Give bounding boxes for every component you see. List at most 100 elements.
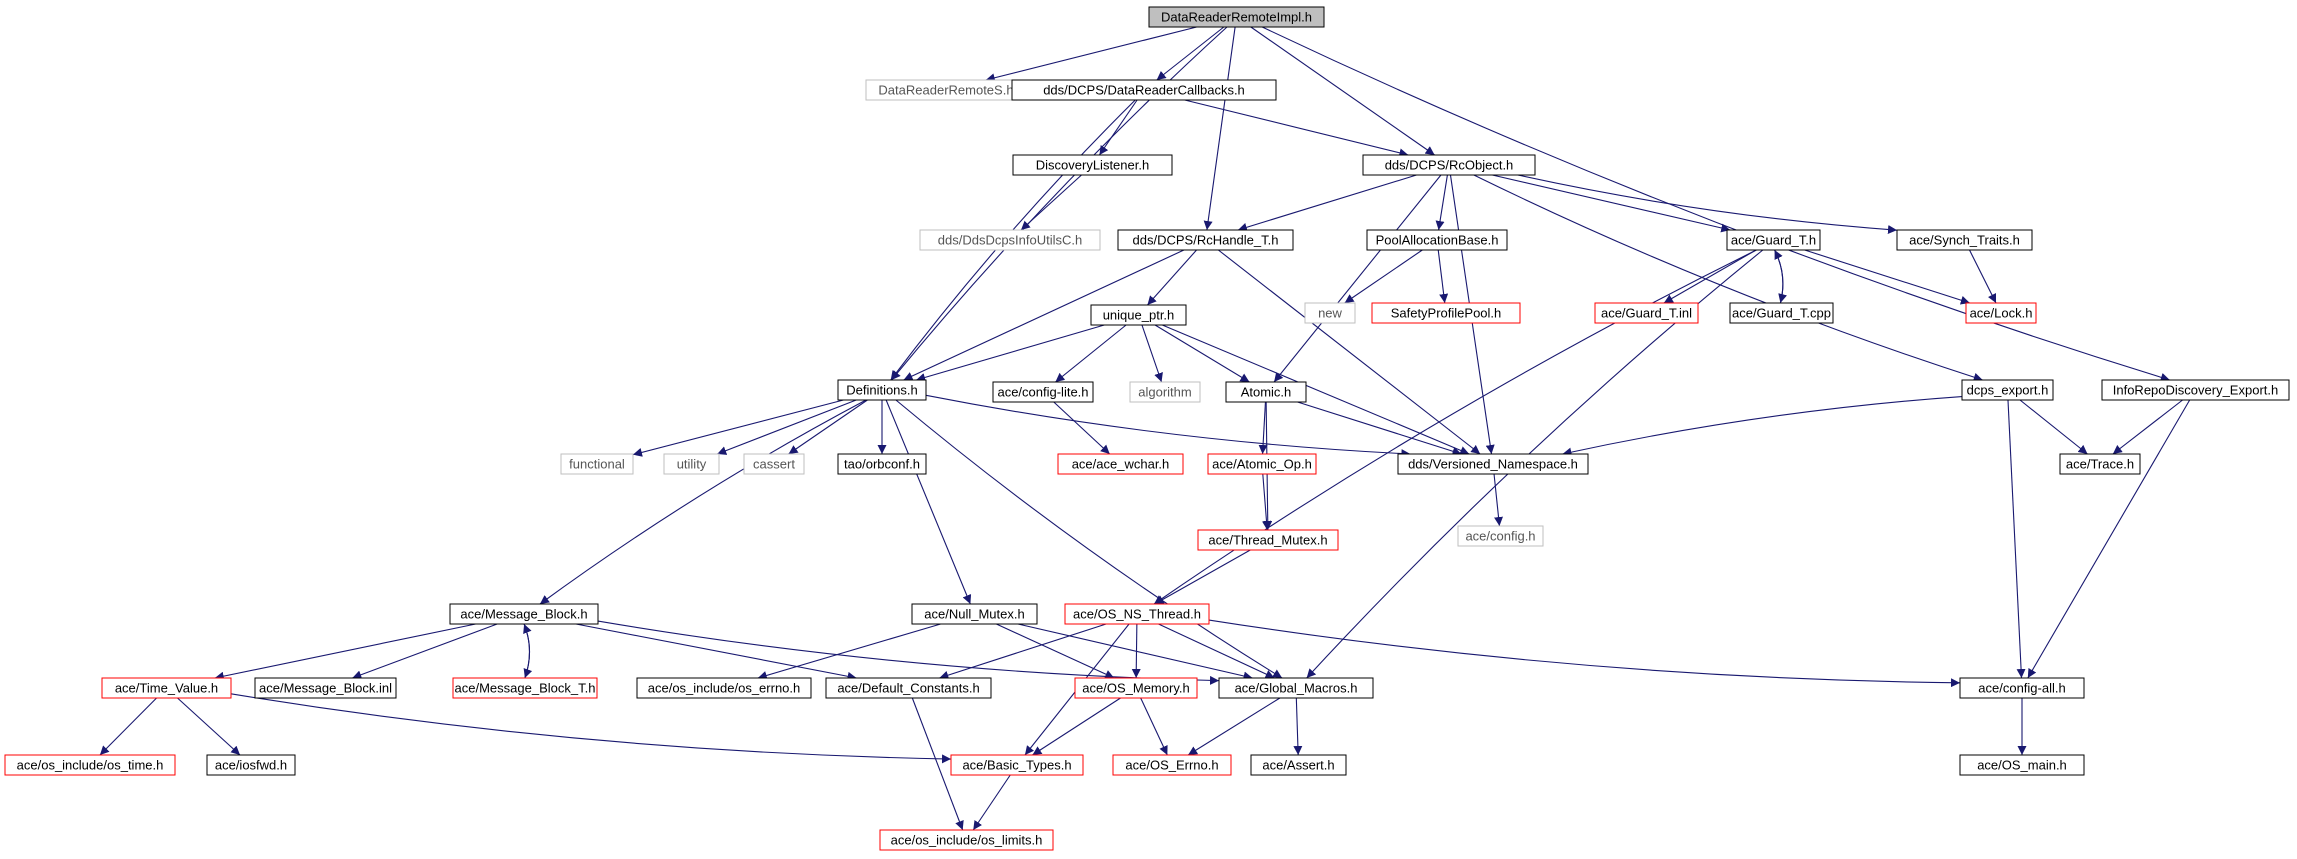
file-node-label: ace/Message_Block_T.h [455,681,596,696]
file-node-assert[interactable]: ace/Assert.h [1250,754,1347,776]
file-node-label: ace/Null_Mutex.h [924,607,1024,622]
file-node-cfglite[interactable]: ace/config-lite.h [992,381,1094,403]
file-node-label: tao/orbconf.h [844,457,920,472]
file-node-mb[interactable]: ace/Message_Block.h [449,603,599,625]
file-node-atomop[interactable]: ace/Atomic_Op.h [1207,453,1317,475]
edge-osmem-to-bt [1032,697,1121,756]
file-node-label: DataReaderRemoteS.h [878,83,1013,98]
file-node-box [1225,381,1307,403]
file-node-label: ace/os_include/os_limits.h [891,833,1043,848]
file-node-gm[interactable]: ace/Global_Macros.h [1218,677,1374,699]
file-node-box [911,603,1038,625]
file-node-irde[interactable]: InfoRepoDiscovery_Export.h [2101,379,2290,401]
file-node-oserrno[interactable]: ace/os_include/os_errno.h [636,677,812,699]
file-node-label: cassert [753,457,795,472]
edge-vns-to-cfgh [1493,473,1504,527]
file-node-cfgall[interactable]: ace/config-all.h [1959,677,2085,699]
file-node-defs[interactable]: Definitions.h [837,379,927,401]
file-node-tmutex[interactable]: ace/Thread_Mutex.h [1197,529,1339,551]
file-node-dexp[interactable]: dcps_export.h [1961,379,2054,401]
file-node-atomic[interactable]: Atomic.h [1225,381,1307,403]
file-node-label: DataReaderRemoteImpl.h [1161,10,1312,25]
file-node-bt[interactable]: ace/Basic_Types.h [950,754,1084,776]
file-node-box [254,677,397,699]
file-node-gtinl[interactable]: ace/Guard_T.inl [1594,302,1699,324]
file-node-vns[interactable]: dds/Versioned_Namespace.h [1397,453,1589,475]
file-node-rch[interactable]: dds/DCPS/RcHandle_T.h [1117,229,1294,251]
file-node-st[interactable]: ace/Synch_Traits.h [1896,229,2033,251]
file-node-orbconf[interactable]: tao/orbconf.h [837,453,927,475]
file-node-box [1304,302,1356,324]
file-node-functional: functional [560,453,634,475]
file-node-label: ace/os_include/os_time.h [17,758,164,773]
file-nodes: DataReaderRemoteImpl.hDataReaderRemoteS.… [4,6,2290,851]
file-node-lock[interactable]: ace/Lock.h [1965,302,2037,324]
file-node-label: ace/Basic_Types.h [962,758,1071,773]
file-node-label: ace/Guard_T.h [1731,233,1816,248]
file-node-box [1965,302,2037,324]
file-node-iosfwd[interactable]: ace/iosfwd.h [206,754,296,776]
file-node-oslimits[interactable]: ace/os_include/os_limits.h [879,829,1054,851]
file-node-label: Atomic.h [1241,385,1292,400]
edge-uptr-to-algo [1141,324,1163,383]
edge-root-to-drs [985,26,1197,83]
file-node-box [1112,754,1232,776]
edge-disc-to-ddsinfo [1020,174,1082,231]
file-node-box [1117,229,1294,251]
file-node-box [837,453,927,475]
edge-defs-to-nullm [885,399,972,605]
file-node-label: ace/config.h [1465,529,1535,544]
edge-rch-to-uptr [1147,249,1197,306]
edge-rco-to-gt [1492,174,1731,233]
file-node-root[interactable]: DataReaderRemoteImpl.h [1148,6,1325,28]
file-node-gt[interactable]: ace/Guard_T.h [1726,229,1821,251]
file-node-oserr[interactable]: ace/OS_Errno.h [1112,754,1232,776]
file-node-label: dds/DCPS/DataReaderCallbacks.h [1043,83,1245,98]
file-node-rco[interactable]: dds/DCPS/RcObject.h [1362,154,1536,176]
file-node-osns[interactable]: ace/OS_NS_Thread.h [1064,603,1210,625]
file-node-gtcpp[interactable]: ace/Guard_T.cpp [1729,302,1834,324]
edge-rch-to-defs [903,249,1185,381]
file-node-nullm[interactable]: ace/Null_Mutex.h [911,603,1038,625]
file-node-mbinl[interactable]: ace/Message_Block.inl [254,677,397,699]
edge-dexp-to-vns [1562,395,1963,457]
edge-tmutex-to-osns [1154,549,1251,605]
file-node-ostime[interactable]: ace/os_include/os_time.h [4,754,176,776]
file-node-trace[interactable]: ace/Trace.h [2059,453,2141,475]
edge-tv-to-ostime [99,697,157,756]
file-node-box [992,381,1094,403]
file-node-box [1074,677,1198,699]
file-node-osmem[interactable]: ace/OS_Memory.h [1074,677,1198,699]
file-node-box [1726,229,1821,251]
file-node-label: functional [569,457,625,472]
file-node-mbt[interactable]: ace/Message_Block_T.h [452,677,598,699]
file-node-tv[interactable]: ace/Time_Value.h [101,677,232,699]
file-node-label: InfoRepoDiscovery_Export.h [2113,383,2278,398]
file-node-box [879,829,1054,851]
file-node-wchar[interactable]: ace/ace_wchar.h [1057,453,1184,475]
edge-gm-to-assert [1293,697,1303,756]
edge-defs-to-mb [539,399,867,605]
file-node-label: ace/Atomic_Op.h [1212,457,1312,472]
file-node-dc[interactable]: ace/Default_Constants.h [825,677,992,699]
file-node-drcb[interactable]: dds/DCPS/DataReaderCallbacks.h [1011,79,1277,101]
file-node-box [1362,154,1536,176]
file-node-uptr[interactable]: unique_ptr.h [1090,304,1187,326]
edge-rco-to-dexp [1473,174,1983,382]
file-node-label: Definitions.h [846,383,918,398]
file-node-label: ace/Message_Block.inl [259,681,392,696]
file-node-label: PoolAllocationBase.h [1376,233,1499,248]
file-node-disc[interactable]: DiscoveryListener.h [1012,154,1173,176]
edge-pab-to-spp [1437,249,1449,304]
file-node-pab[interactable]: PoolAllocationBase.h [1366,229,1508,251]
file-node-box [560,453,634,475]
file-node-label: ace/config-all.h [1978,681,2065,696]
file-node-box [1896,229,2033,251]
file-node-osmain[interactable]: ace/OS_main.h [1959,754,2085,776]
edge-mb-to-dc [575,623,857,681]
edge-drcb-to-disc [1098,99,1138,156]
edge-gt-to-gtinl [1663,249,1757,304]
file-node-spp[interactable]: SafetyProfilePool.h [1371,302,1521,324]
file-node-label: ace/Global_Macros.h [1235,681,1358,696]
edge-dc-to-oslimits [911,697,964,831]
